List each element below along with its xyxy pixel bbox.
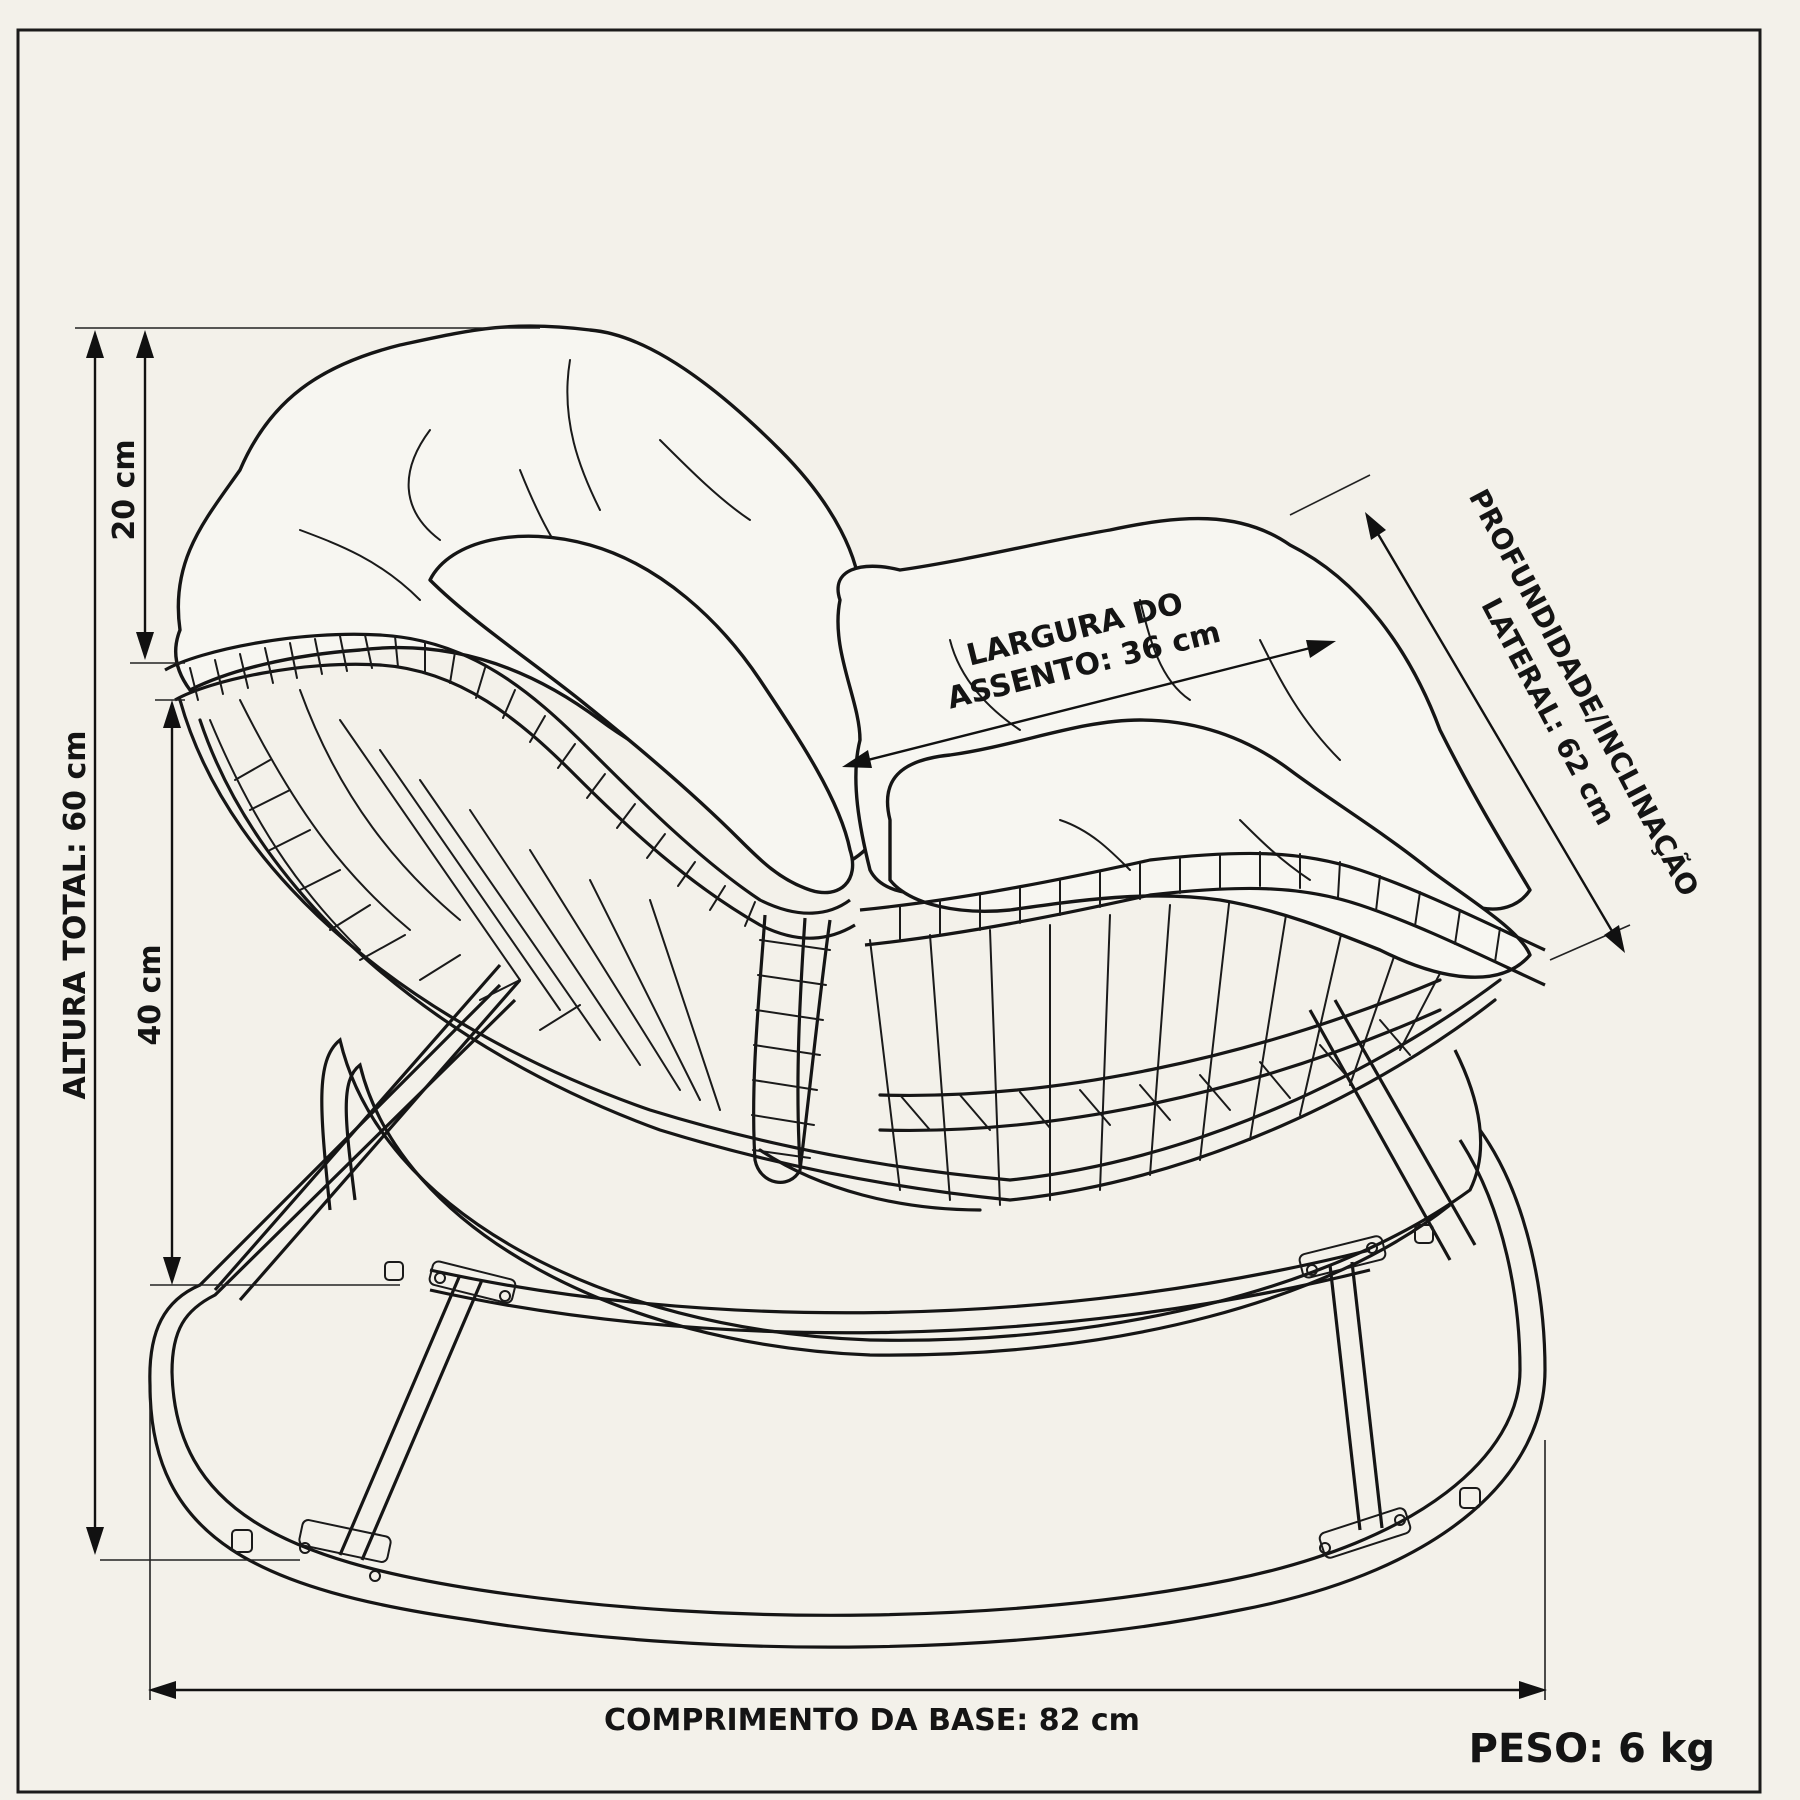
- wicker-rim: [164, 632, 1546, 1184]
- base-length-label: COMPRIMENTO DA BASE: 82 cm: [604, 1703, 1140, 1738]
- depth-dim-line: [1366, 516, 1624, 949]
- back-height-label: 20 cm: [107, 439, 142, 540]
- seat-height-label: 40 cm: [133, 944, 168, 1045]
- total-height-label: ALTURA TOTAL: 60 cm: [58, 730, 93, 1099]
- seat-width-dim-line: [847, 641, 1331, 767]
- wicker-seat: [178, 689, 1502, 1212]
- sheet-border: [16, 28, 1762, 1794]
- dimension-lines: [75, 327, 1631, 1700]
- weight-label: PESO: 6 kg: [1469, 1726, 1715, 1772]
- rocking-base: [148, 963, 1547, 1649]
- seat-cushion: [174, 324, 1532, 979]
